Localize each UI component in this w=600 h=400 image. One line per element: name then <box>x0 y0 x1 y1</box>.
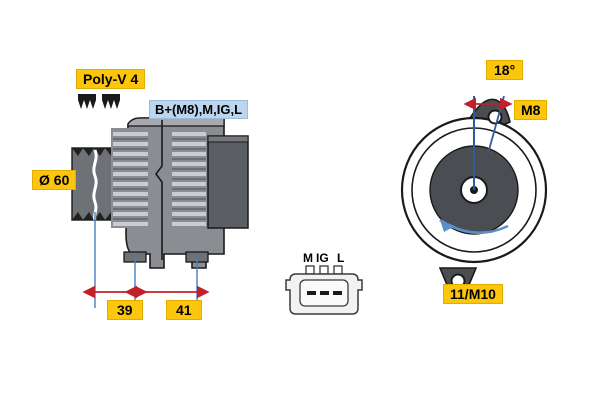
front-view-alternator <box>400 95 548 296</box>
rotation-direction-arrowhead <box>440 220 455 232</box>
label-bolt-m8: M8 <box>514 100 548 120</box>
connector-pin-label-l: L <box>337 251 345 265</box>
label-bolt-11-m10: 11/M10 <box>443 284 503 304</box>
connector-terminals <box>307 291 342 295</box>
cooling-fins-left <box>111 128 149 228</box>
poly-v-groove-icon <box>78 94 120 109</box>
label-diameter: Ø 60 <box>32 170 77 190</box>
label-angle: 18° <box>486 60 524 80</box>
housing-seam <box>155 120 163 260</box>
label-poly-v: Poly-V 4 <box>76 69 146 89</box>
side-view-alternator <box>71 94 249 308</box>
connector-detail-view <box>285 265 363 315</box>
connector-pin-label-m: M <box>303 251 313 265</box>
slip-ring-end-cover <box>207 135 249 229</box>
label-terminals: B+(M8),M,IG,L <box>149 100 249 119</box>
cooling-fins-right <box>170 128 208 228</box>
housing-top-lip <box>127 117 225 127</box>
label-dimension-39: 39 <box>107 300 143 320</box>
slip-ring-cover-top <box>207 135 249 143</box>
label-dimension-41: 41 <box>166 300 202 320</box>
connector-pin-label-ig: IG <box>316 251 329 265</box>
connector-pin-stubs <box>305 265 343 275</box>
